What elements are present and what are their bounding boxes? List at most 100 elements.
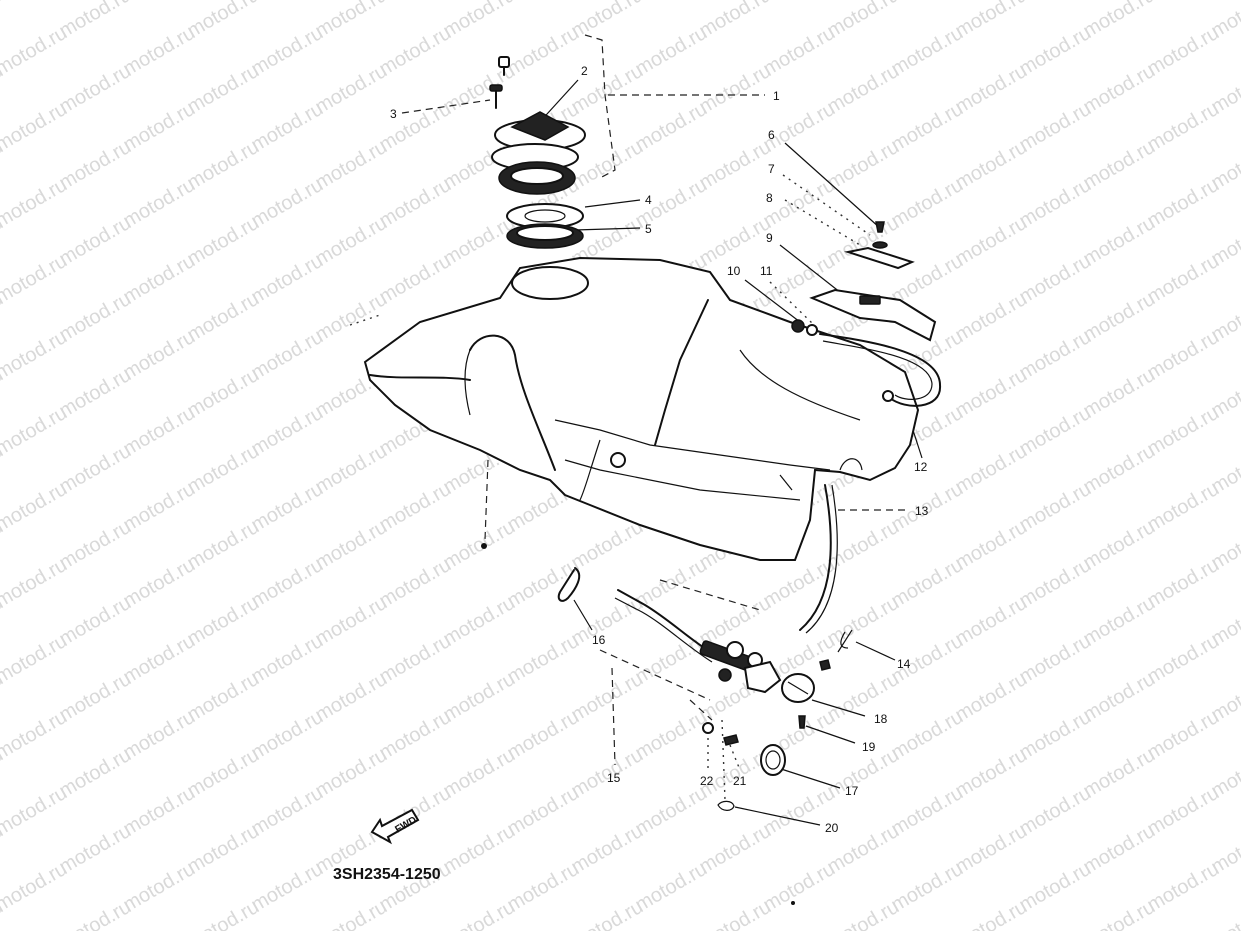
watermark-text: motod.ru: [952, 440, 1031, 499]
watermark-text: motod.ru: [1144, 858, 1223, 917]
watermark-text: motod.ru: [56, 136, 135, 195]
watermark-text: motod.ru: [632, 630, 711, 689]
callout-7: 7: [768, 162, 775, 176]
watermark-text: motod.ru: [568, 820, 647, 879]
watermark-text: motod.ru: [504, 554, 583, 613]
watermark-text: motod.ru: [632, 22, 711, 81]
callout-13: 13: [915, 504, 929, 518]
watermark-text: motod.ru: [376, 478, 455, 537]
watermark-text: motod.ru: [0, 22, 71, 81]
watermark-text: motod.ru: [504, 782, 583, 841]
watermark-text: motod.ru: [824, 516, 903, 575]
watermark-text: motod.ru: [504, 858, 583, 917]
watermark-text: motod.ru: [184, 440, 263, 499]
fuel-cock-part: [614, 589, 782, 694]
watermark-text: motod.ru: [312, 440, 391, 499]
watermark-text: motod.ru: [56, 668, 135, 727]
watermark-text: motod.ru: [824, 896, 903, 931]
watermark-text: motod.ru: [1016, 22, 1095, 81]
callout-22: 22: [700, 774, 714, 788]
watermark-text: motod.ru: [1080, 136, 1159, 195]
watermark-text: motod.ru: [1080, 288, 1159, 347]
watermark-text: motod.ru: [248, 250, 327, 309]
watermark-text: motod.ru: [1080, 60, 1159, 119]
watermark-text: motod.ru: [0, 0, 71, 4]
watermark-text: motod.ru: [504, 706, 583, 765]
watermark-text: motod.ru: [568, 668, 647, 727]
watermark-text: motod.ru: [0, 630, 71, 689]
scan-dot: [481, 543, 487, 549]
watermark-text: motod.ru: [696, 896, 775, 931]
watermark-text: motod.ru: [0, 98, 71, 157]
callout-5: 5: [645, 222, 652, 236]
watermark-text: motod.ru: [248, 98, 327, 157]
watermark-text: motod.ru: [952, 744, 1031, 803]
watermark-text: motod.ru: [120, 478, 199, 537]
watermark-text: motod.ru: [1144, 402, 1223, 461]
watermark-text: motod.ru: [312, 60, 391, 119]
watermark-text: motod.ru: [440, 744, 519, 803]
watermark-text: motod.ru: [952, 820, 1031, 879]
watermark-text: motod.ru: [56, 60, 135, 119]
watermark-text: motod.ru: [120, 250, 199, 309]
watermark-text: motod.ru: [952, 668, 1031, 727]
watermark-text: motod.ru: [120, 174, 199, 233]
watermark-text: motod.ru: [120, 706, 199, 765]
watermark-text: motod.ru: [184, 136, 263, 195]
watermark-text: motod.ru: [440, 820, 519, 879]
watermark-text: motod.ru: [568, 516, 647, 575]
watermark-text: motod.ru: [120, 630, 199, 689]
watermark-text: motod.ru: [248, 630, 327, 689]
watermark-text: motod.ru: [440, 60, 519, 119]
watermark-text: motod.ru: [184, 744, 263, 803]
watermark-text: motod.ru: [184, 896, 263, 931]
watermark-text: motod.ru: [184, 212, 263, 271]
watermark-text: motod.ru: [0, 0, 7, 42]
watermark-text: motod.ru: [696, 60, 775, 119]
watermark-text: motod.ru: [248, 554, 327, 613]
drain-hose-part: [799, 484, 838, 634]
watermark-text: motod.ru: [248, 706, 327, 765]
watermark-text: motod.ru: [952, 288, 1031, 347]
watermark-text: motod.ru: [0, 896, 7, 931]
small-hardware-parts: [702, 629, 853, 811]
cock-lever-part: [781, 659, 831, 703]
watermark-text: motod.ru: [312, 212, 391, 271]
callout-2: 2: [581, 64, 588, 78]
watermark-text: motod.ru: [0, 326, 71, 385]
watermark-text: motod.ru: [760, 858, 839, 917]
watermark-text: motod.ru: [1016, 250, 1095, 309]
hose-clip-part: [557, 567, 581, 602]
watermark-text: motod.ru: [184, 60, 263, 119]
watermark-text: motod.ru: [632, 782, 711, 841]
watermark-text: motod.ru: [568, 896, 647, 931]
watermark-text: motod.ru: [696, 820, 775, 879]
watermark-text: motod.ru: [248, 782, 327, 841]
watermark-text: motod.ru: [56, 896, 135, 931]
watermark-text: motod.ru: [1080, 212, 1159, 271]
callout-10: 10: [727, 264, 741, 278]
watermark-text: motod.ru: [56, 440, 135, 499]
callout-12: 12: [914, 460, 928, 474]
watermark-text: motod.ru: [248, 858, 327, 917]
watermark-text: motod.ru: [504, 22, 583, 81]
watermark-text: motod.ru: [696, 136, 775, 195]
watermark-text: motod.ru: [1144, 630, 1223, 689]
watermark-text: motod.ru: [1016, 554, 1095, 613]
watermark-text: motod.ru: [184, 592, 263, 651]
watermark-text: motod.ru: [0, 554, 71, 613]
watermark-text: motod.ru: [120, 326, 199, 385]
watermark-text: motod.ru: [1016, 174, 1095, 233]
watermark-text: motod.ru: [440, 896, 519, 931]
watermark-text: motod.ru: [824, 136, 903, 195]
watermark-text: motod.ru: [1016, 326, 1095, 385]
watermark-text: motod.ru: [248, 326, 327, 385]
callout-11: 11: [760, 264, 773, 278]
watermark-text: motod.ru: [952, 592, 1031, 651]
watermark-text: motod.ru: [376, 250, 455, 309]
watermark-text: motod.ru: [1144, 782, 1223, 841]
callout-16: 16: [592, 633, 606, 647]
watermark-text: motod.ru: [184, 288, 263, 347]
watermark-text: motod.ru: [1080, 440, 1159, 499]
callout-labels: 1 2 3 4 5 6 7 8 9 10 11 12 13 14 15 16 1…: [390, 64, 929, 835]
